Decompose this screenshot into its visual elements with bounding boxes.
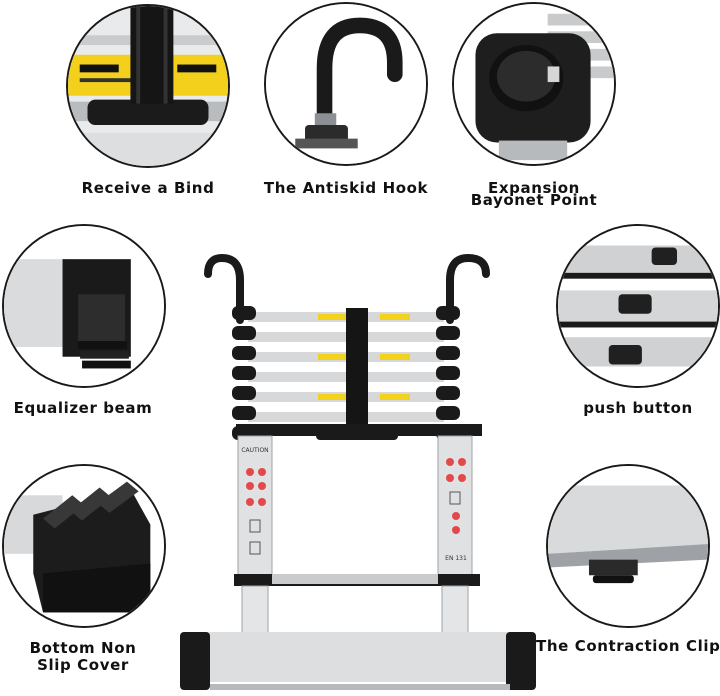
right-collars xyxy=(436,306,460,440)
receive-bind-label: Receive a Bind xyxy=(81,179,215,197)
push-button-closeup xyxy=(556,224,720,388)
antiskid-hook-closeup xyxy=(264,2,428,166)
left-stile xyxy=(237,435,273,577)
bottom-label-line1: Bottom Non xyxy=(29,639,137,657)
caution-label: CAUTION xyxy=(241,447,268,454)
bottom-slip-cover-closeup xyxy=(2,464,166,628)
bottom-slip-cover-label: Bottom Non Slip Cover xyxy=(0,640,166,673)
standard-label: EN 131 xyxy=(445,555,467,562)
equalizer-beam-label: Equalizer beam xyxy=(13,399,153,417)
telescopic-ladder-illustration: CAUTION EN 131 xyxy=(170,240,550,696)
antiskid-hook-label: The Antiskid Hook xyxy=(263,179,429,197)
contraction-clip-label: The Contraction Clip xyxy=(536,637,720,655)
receive-bind-closeup xyxy=(66,4,230,168)
expansion-label-line1: Expansion xyxy=(488,179,580,197)
right-stile xyxy=(437,435,473,577)
left-hook xyxy=(204,253,244,324)
equalizer-beam-closeup xyxy=(2,224,166,388)
right-hook xyxy=(446,253,490,324)
expansion-bayonet-label: Expansion Bayonet Point xyxy=(452,180,616,208)
expansion-bayonet-closeup xyxy=(452,2,616,166)
equalizer-base xyxy=(186,632,530,682)
bottom-label-line2: Slip Cover xyxy=(37,656,129,674)
contraction-clip-closeup xyxy=(546,464,710,628)
expansion-label-line2: Bayonet Point xyxy=(470,191,598,209)
bind-strap xyxy=(346,308,368,434)
push-button-label: push button xyxy=(583,399,693,417)
